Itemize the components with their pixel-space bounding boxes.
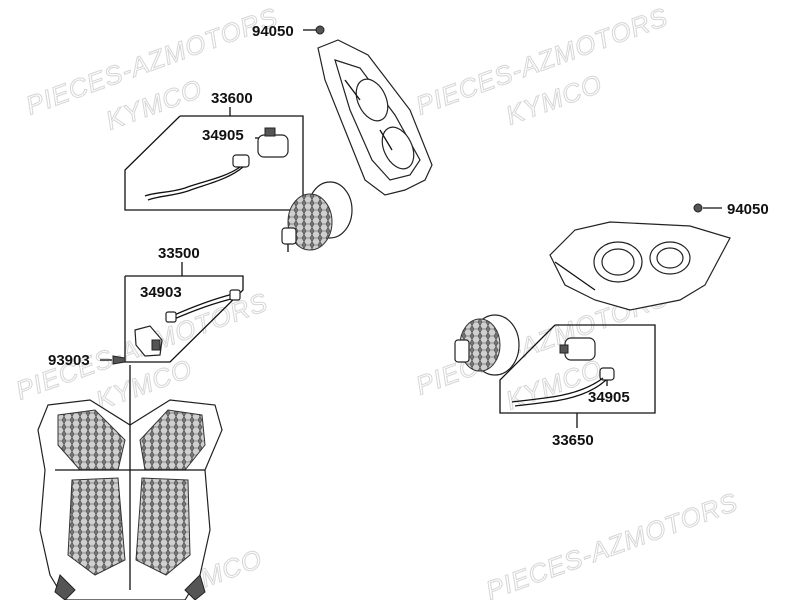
wiring-kit-33600: 33600 34905 (124, 90, 304, 211)
wiring-kit-33650: 34905 33650 (499, 324, 656, 449)
part-number: 33650 (552, 432, 594, 449)
left-headlight-housing (317, 39, 433, 196)
part-number: 33600 (211, 90, 253, 107)
part-number: 93903 (48, 352, 90, 369)
watermark-text: PIECES-AZMOTORS (482, 487, 742, 600)
front-cover-panel (37, 365, 223, 600)
part-number: 34903 (140, 284, 182, 301)
screw-93903: 93903 (48, 352, 126, 369)
part-number: 33500 (158, 245, 200, 262)
screw-94050-right: 94050 (693, 201, 769, 218)
part-number: 94050 (727, 201, 769, 218)
screw-94050-top: 94050 (252, 23, 325, 40)
left-lamp-unit (281, 181, 353, 252)
right-lamp-unit (454, 314, 520, 376)
part-number: 94050 (252, 23, 294, 40)
wiring-kit-33500: 33500 34903 (124, 245, 244, 363)
right-headlight-housing (549, 221, 731, 311)
part-number: 34905 (202, 127, 244, 144)
part-number: 34905 (588, 389, 630, 406)
